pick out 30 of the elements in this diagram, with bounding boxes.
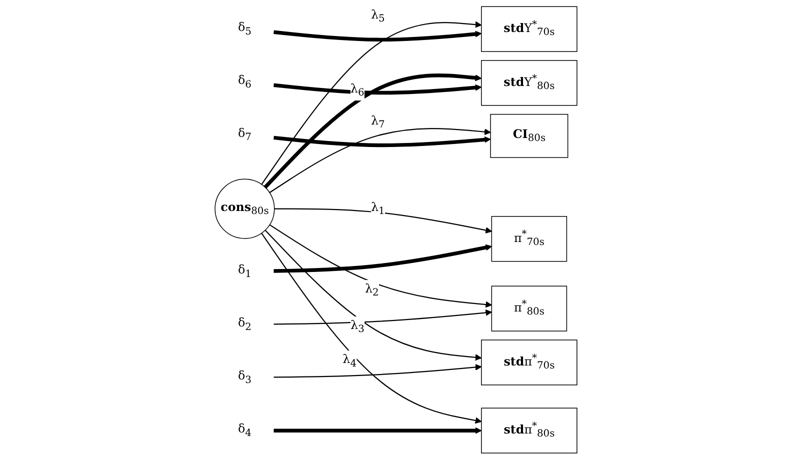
arrow xyxy=(261,232,482,424)
edge-label: λ$_{1}$ xyxy=(370,200,385,218)
node-text: δ$_{7}$ xyxy=(238,126,252,143)
edge-label: λ$_{5}$ xyxy=(370,7,385,25)
node-text: δ$_{4}$ xyxy=(238,422,252,439)
arrow xyxy=(274,208,492,234)
edge-label: λ$_{7}$ xyxy=(370,113,385,130)
arrow xyxy=(264,73,482,189)
node-text: δ$_{3}$ xyxy=(238,368,252,386)
arrow xyxy=(274,309,492,325)
arrow xyxy=(269,128,491,194)
arrow xyxy=(269,224,492,308)
edge-label: λ$_{3}$ xyxy=(350,318,364,336)
node-box: CI$_{80s}$ xyxy=(490,114,568,158)
arrow xyxy=(274,83,482,95)
node-text: δ$_{2}$ xyxy=(238,316,252,333)
node-text: δ$_{1}$ xyxy=(238,262,252,280)
node-text: δ$_{6}$ xyxy=(238,73,252,90)
edge-label: λ$_{2}$ xyxy=(364,281,379,299)
node-circle: cons$_{80s}$ xyxy=(214,178,275,239)
edge-label: λ$_{6}$ xyxy=(350,81,364,99)
arrow xyxy=(261,21,482,185)
arrow xyxy=(274,30,482,42)
arrow xyxy=(264,230,482,361)
node-text: δ$_{5}$ xyxy=(238,20,252,38)
arrow xyxy=(274,136,491,148)
arrow xyxy=(274,244,492,273)
arrow xyxy=(274,364,482,378)
edge-label: λ$_{4}$ xyxy=(342,352,357,370)
arrow xyxy=(274,427,482,434)
